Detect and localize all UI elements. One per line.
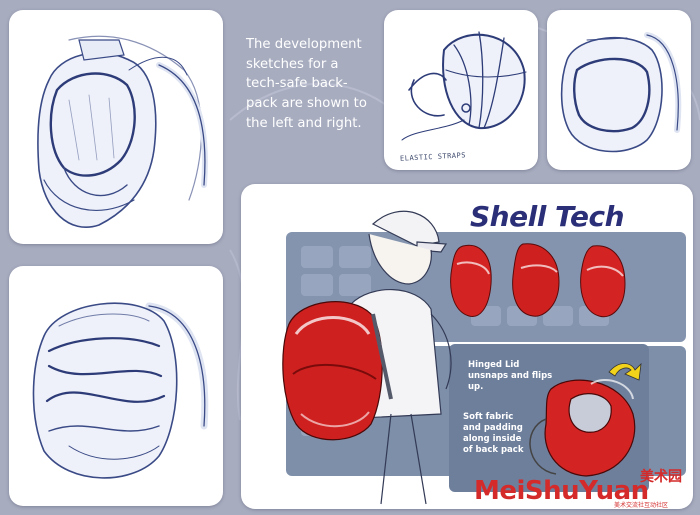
sketch-card-dome <box>384 10 538 170</box>
shell-tech-title: Shell Tech <box>470 200 625 233</box>
watermark-subtitle: 美术交流社互动社区 <box>614 502 669 509</box>
shell-tech-illustration <box>282 210 686 505</box>
sketch-card-front-wide <box>9 266 223 506</box>
hinged-lid-label: Hinged Lid unsnaps and flips up. <box>468 360 553 392</box>
backpack-sketch-2 <box>32 302 209 479</box>
backpack-sketch-1 <box>37 35 208 228</box>
watermark-logo: MeiShuYuan <box>474 476 649 506</box>
sketch-card-top-right <box>547 10 691 170</box>
caption-text: The development sketches for a tech-safe… <box>246 37 367 131</box>
watermark-logo-cn: 美术园 <box>640 469 682 485</box>
shell-tech-board <box>241 184 693 509</box>
soft-fabric-label: Soft fabric and padding along inside of … <box>463 412 524 455</box>
sketch-card-front-left <box>9 10 223 244</box>
backpack-sketch-3 <box>401 31 527 141</box>
backpack-sketch-4 <box>560 32 682 153</box>
